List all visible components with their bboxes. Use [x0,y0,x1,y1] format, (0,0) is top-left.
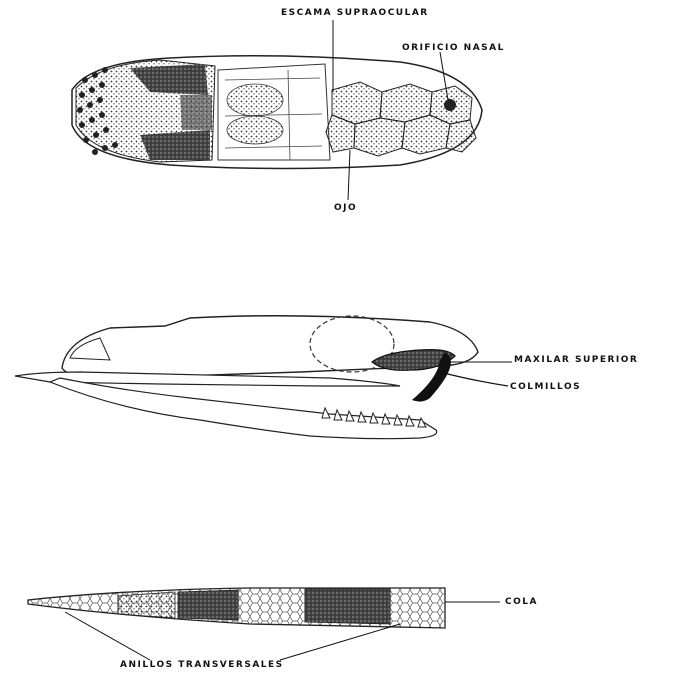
ojo-label: OJO [334,203,357,213]
maxilar-superior-label: MAXILAR SUPERIOR [514,355,638,365]
snake-skull-illustration [15,316,512,439]
orificio-nasal-label: ORIFICIO NASAL [402,43,505,53]
cola-label: COLA [505,597,538,607]
snake-tail-illustration [28,588,500,660]
anillos-transversales-label: ANILLOS TRANSVERSALES [120,660,284,670]
escama-supraocular-label: ESCAMA SUPRAOCULAR [281,8,429,18]
colmillos-label: COLMILLOS [510,382,581,392]
